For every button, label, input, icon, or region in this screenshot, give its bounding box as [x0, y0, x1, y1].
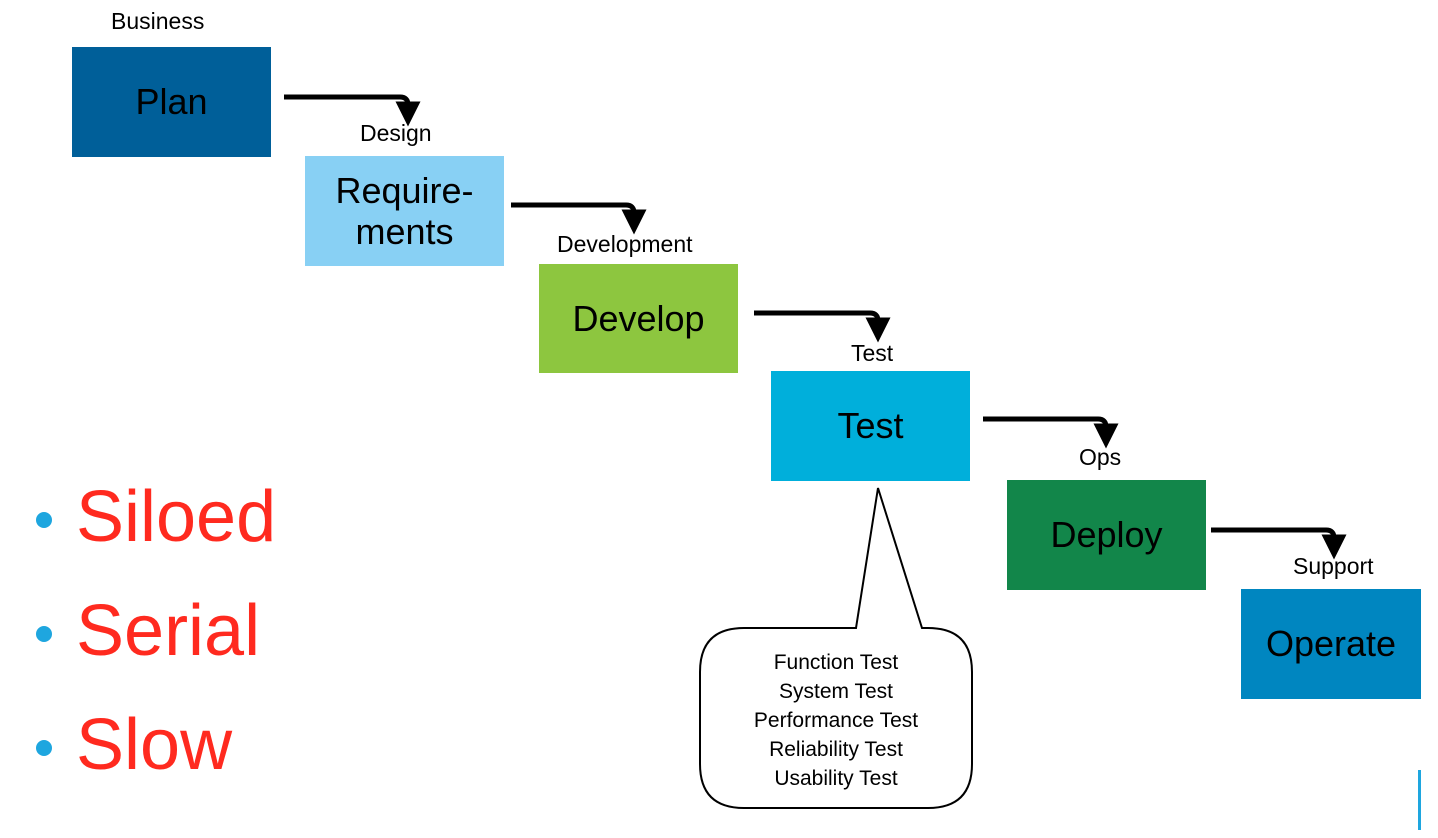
callout-item: Function Test	[773, 651, 899, 674]
callout-item: Performance Test	[753, 709, 919, 732]
deploy-box: Deploy	[1007, 480, 1206, 590]
arrow-deploy-to-operate	[1211, 527, 1347, 560]
stage-label-ops: Ops	[1079, 444, 1122, 470]
bullet-dot-icon	[36, 740, 52, 756]
test-callout-bubble	[699, 487, 973, 809]
bullet-list: Siloed Serial Slow	[36, 460, 276, 802]
operate-box: Operate	[1241, 589, 1421, 699]
operate-box-text: Operate	[1265, 623, 1397, 665]
arrow-test-to-deploy	[983, 416, 1119, 449]
stage-label-design: Design	[360, 120, 432, 146]
stage-label-support: Support	[1293, 553, 1374, 579]
callout-item: Reliability Test	[769, 738, 903, 761]
callout-item: Usability Test	[774, 767, 898, 790]
requirements-box-line-2: ments	[355, 211, 454, 252]
plan-box: Plan	[72, 47, 271, 157]
develop-box-text: Develop	[572, 297, 705, 339]
test-callout-list: Function Test System Test Performance Te…	[708, 648, 964, 793]
bullet-item: Serial	[36, 574, 276, 688]
develop-box: Develop	[539, 264, 738, 373]
stage-label-test: Test	[851, 340, 894, 366]
bullet-dot-icon	[36, 512, 52, 528]
bullet-dot-icon	[36, 626, 52, 642]
bullet-item: Siloed	[36, 460, 276, 574]
test-box-text: Test	[837, 405, 904, 447]
stage-label-business: Business	[111, 8, 205, 34]
callout-item: System Test	[779, 680, 893, 703]
bullet-text: Slow	[76, 705, 233, 785]
requirements-box-line-1: Require-	[335, 169, 474, 211]
bullet-text: Serial	[76, 591, 261, 671]
bullet-text: Siloed	[76, 477, 277, 557]
deploy-box-text: Deploy	[1050, 514, 1163, 556]
slide-edge-mark	[1418, 770, 1421, 830]
plan-box-text: Plan	[135, 81, 208, 123]
arrow-requirements-to-develop	[511, 202, 647, 235]
test-box: Test	[771, 371, 970, 481]
stage-label-development: Development	[557, 231, 693, 257]
arrow-plan-to-requirements	[284, 94, 421, 127]
bullet-item: Slow	[36, 688, 276, 802]
requirements-box: Require- ments	[305, 156, 504, 266]
arrow-develop-to-test	[754, 310, 891, 343]
